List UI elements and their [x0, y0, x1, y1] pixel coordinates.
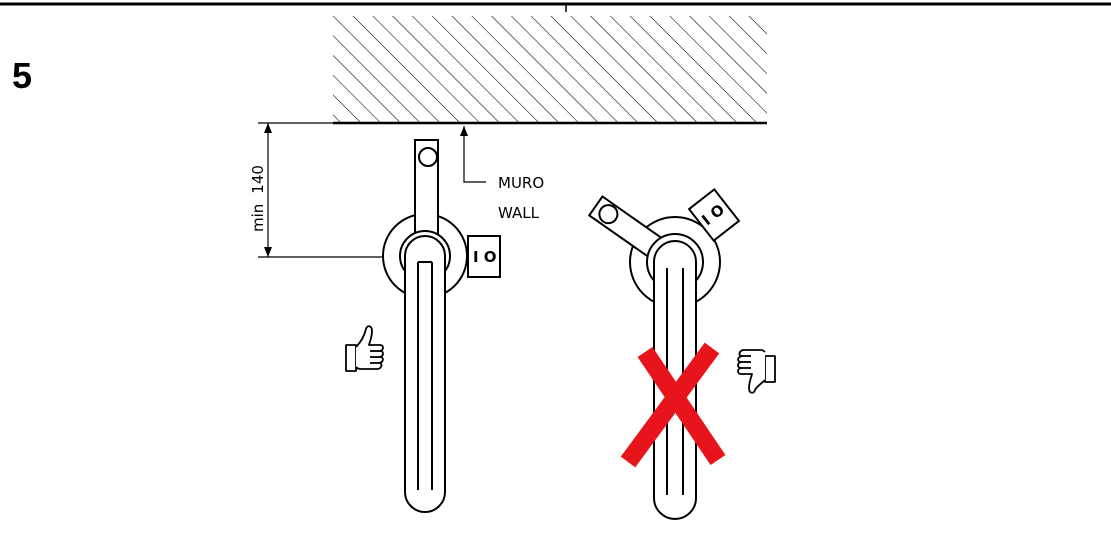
thumbs-down-icon [737, 349, 776, 394]
spout [404, 235, 446, 513]
faucet-wrong-position [587, 187, 741, 520]
wall [333, 16, 767, 125]
dimension-min-140: min140 [249, 122, 430, 258]
x-mark-icon [620, 342, 726, 468]
wall-leader: MURO WALL [460, 126, 544, 222]
wall-label-it: MURO [498, 174, 544, 192]
faucet-correct-position [382, 139, 501, 513]
dimension-label: min140 [249, 165, 267, 232]
lever-selector-rotated [687, 187, 741, 243]
wall-hatching [333, 16, 767, 122]
lever-symbol-correct: I O [473, 248, 497, 266]
thumbs-up-icon [345, 325, 384, 372]
step-number: 5 [12, 55, 32, 96]
spout-wrong [653, 240, 697, 520]
lever-selector [467, 235, 501, 278]
wall-label-en: WALL [498, 204, 540, 222]
